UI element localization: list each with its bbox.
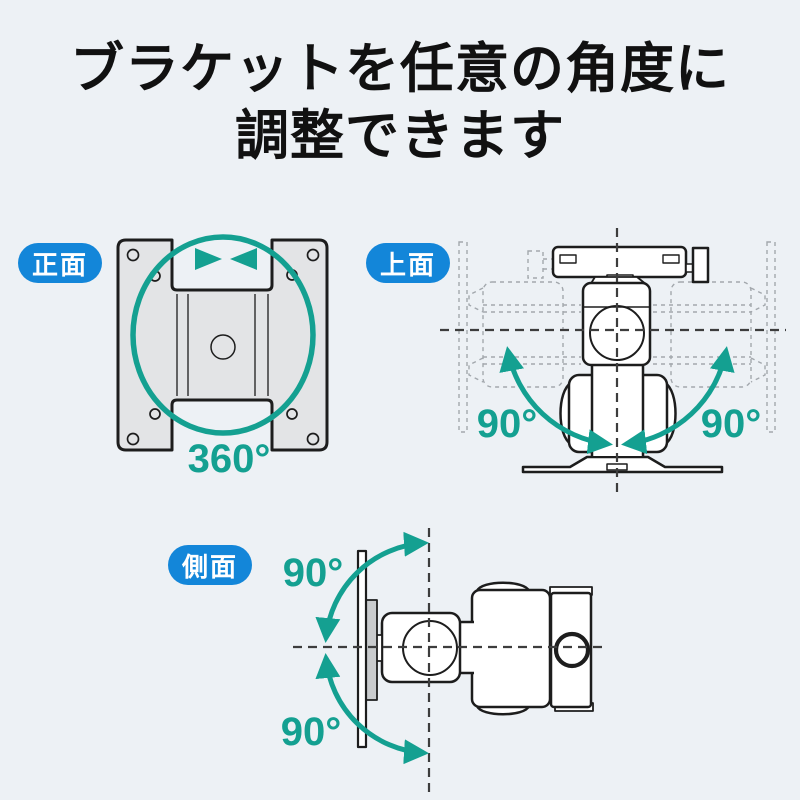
right-rotation-arc [621,346,735,455]
side-upper-angle-label: 90° [283,551,344,595]
vesa-plate-edge [356,549,368,749]
vesa-plate [116,238,329,452]
arrow-left-icon [230,248,257,270]
top-view-mechanism [521,245,724,474]
plate-spacer [365,599,378,701]
title-line-1: ブラケットを任意の角度に [70,39,730,99]
crosshair-lines [440,228,786,497]
top-view-diagram: 90° 90° [440,228,786,497]
front-view-label: 正面 [31,249,88,280]
arrow-right-icon [195,248,222,270]
front-view-diagram: 360° [116,234,329,481]
clamp-knob-circle [553,631,591,669]
tilt-down-arc [315,653,429,765]
top-view-badge: 上面 [366,243,450,283]
page-title: ブラケットを任意の角度に 調整できます [0,36,800,170]
mount-block [470,588,552,709]
tilt-up-arc [315,531,429,643]
side-view-mechanism [356,549,594,749]
front-angle-label: 360° [188,437,271,481]
clamp-knob [691,246,710,284]
title-line-2: 調整できます [235,105,565,166]
rotation-circle-arrow [130,234,316,436]
top-view-label: 上面 [379,249,436,280]
top-right-angle-label: 90° [701,402,762,446]
left-rotation-arc [499,346,613,455]
top-left-angle-label: 90° [477,402,538,446]
front-view-badge: 正面 [18,243,102,283]
side-view-badge: 側面 [168,545,252,585]
ghost-rotated-positions [458,241,776,433]
side-view-label: 側面 [181,551,238,582]
crosshair-lines-side [293,528,605,795]
side-view-diagram: 90° 90° [281,528,605,795]
center-hole [210,334,236,360]
side-lower-angle-label: 90° [281,710,342,754]
